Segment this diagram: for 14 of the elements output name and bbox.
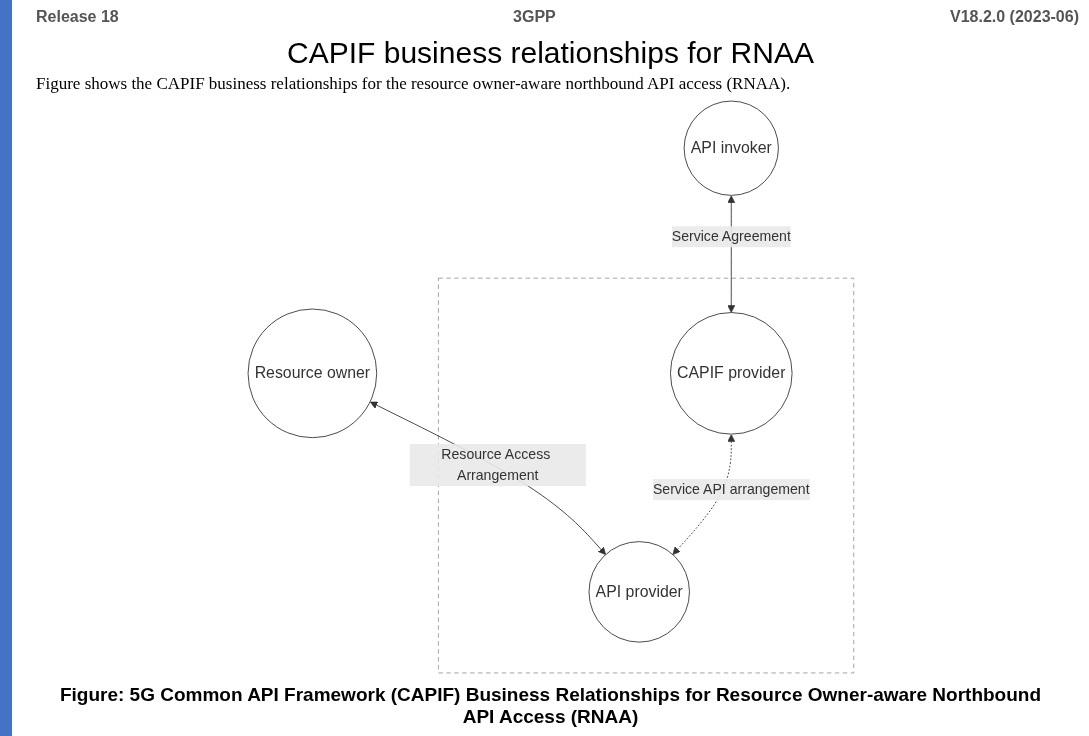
paragraph: Figure shows the CAPIF business relationships for the resource owner-aware northbound API access (RNAA). (35, 74, 792, 94)
cluster (437, 277, 854, 674)
organization-label: 3GPP (513, 8, 556, 26)
node-circle: API invoker (683, 100, 779, 196)
release-label: Release 18 (36, 8, 119, 26)
title: CAPIF business relationships for RNAA (286, 36, 815, 70)
caption: Figure: 5G Common API Framework (CAPIF) Business Relationships for Resource Owner-aware Northbound API Access (RNAA) (58, 683, 1043, 729)
node-circle: Resource owner (247, 308, 377, 439)
edge-label: Service API arrangement (652, 481, 810, 497)
version-label: V18.2.0 (2023-06) (950, 8, 1079, 26)
node-circle: CAPIF provider (669, 312, 793, 435)
edge-label: Service Agreement (671, 228, 791, 244)
edge-label: Resource Access Arrangement (440, 446, 550, 483)
node-circle: API provider (588, 541, 690, 643)
